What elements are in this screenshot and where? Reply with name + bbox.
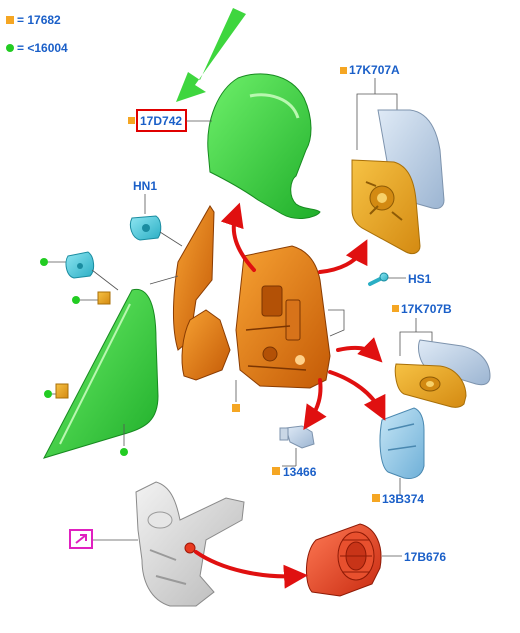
- mirror-housing-part[interactable]: [235, 245, 331, 389]
- hn1-clip-part[interactable]: [129, 215, 162, 241]
- fastener-marker: [120, 448, 128, 456]
- assembly-arrow: [220, 202, 256, 272]
- mirror-arm-part[interactable]: [173, 205, 231, 381]
- lower-bracket-part[interactable]: [55, 383, 69, 399]
- assembly-arrow: [303, 378, 327, 430]
- legend-item-circle: = <16004: [17, 41, 68, 55]
- lamp-marker: [372, 494, 380, 502]
- assembly-arrows: [194, 202, 386, 589]
- blind-spot-mirror-housing[interactable]: [43, 288, 159, 459]
- assembly-arrow: [194, 550, 308, 589]
- assembly-arrow: [328, 370, 386, 421]
- legend-item-square: = 17682: [17, 13, 61, 27]
- fastener-marker: [40, 258, 48, 266]
- glass-backing-plate-lower[interactable]: [394, 363, 467, 408]
- legend-circle-marker: [6, 44, 14, 52]
- assembly-arrow: [336, 337, 383, 363]
- leader-line: [328, 309, 345, 337]
- highlight-box: [136, 109, 187, 132]
- hn1-label[interactable]: HN1: [133, 179, 157, 193]
- mirror-glass-lower[interactable]: [417, 339, 491, 386]
- view-direction-arrow-icon: [176, 8, 246, 102]
- left-clip-part[interactable]: [65, 251, 95, 279]
- mirror-cap-label[interactable]: 17D742: [140, 114, 182, 128]
- fastener-marker: [72, 296, 80, 304]
- legend-square-marker: [6, 16, 14, 24]
- leader-line: [149, 275, 179, 285]
- glass-upper-label[interactable]: 17K707A: [349, 63, 400, 77]
- glass-backing-plate-upper[interactable]: [351, 159, 421, 255]
- hs1-screw-part[interactable]: [368, 272, 389, 286]
- assembly-arrow: [318, 239, 368, 274]
- housing-marker: [232, 404, 240, 412]
- leader-line: [399, 318, 433, 356]
- glass-upper-marker: [340, 67, 347, 74]
- base-bracket-part[interactable]: [135, 481, 245, 607]
- leader-line: [159, 231, 183, 247]
- motor-label[interactable]: 17B676: [404, 550, 446, 564]
- motor-part[interactable]: [306, 523, 382, 597]
- link-icon[interactable]: [69, 529, 93, 549]
- leader-line: [91, 269, 119, 291]
- bulb-part[interactable]: [279, 425, 315, 449]
- legend: = 17682 = <16004: [6, 13, 68, 55]
- lamp-part[interactable]: [379, 407, 425, 479]
- glass-lower-label[interactable]: 17K707B: [401, 302, 452, 316]
- mirror-cap-part[interactable]: [207, 73, 321, 219]
- glass-lower-marker: [392, 305, 399, 312]
- bulb-label[interactable]: 13466: [283, 465, 317, 479]
- hs1-label[interactable]: HS1: [408, 272, 432, 286]
- lamp-label[interactable]: 13B374: [382, 492, 424, 506]
- fastener-marker: [44, 390, 52, 398]
- left-bracket-part[interactable]: [97, 291, 111, 305]
- leader-line: [356, 78, 398, 150]
- mirror-cap-marker: [128, 117, 135, 124]
- bulb-marker: [272, 467, 280, 475]
